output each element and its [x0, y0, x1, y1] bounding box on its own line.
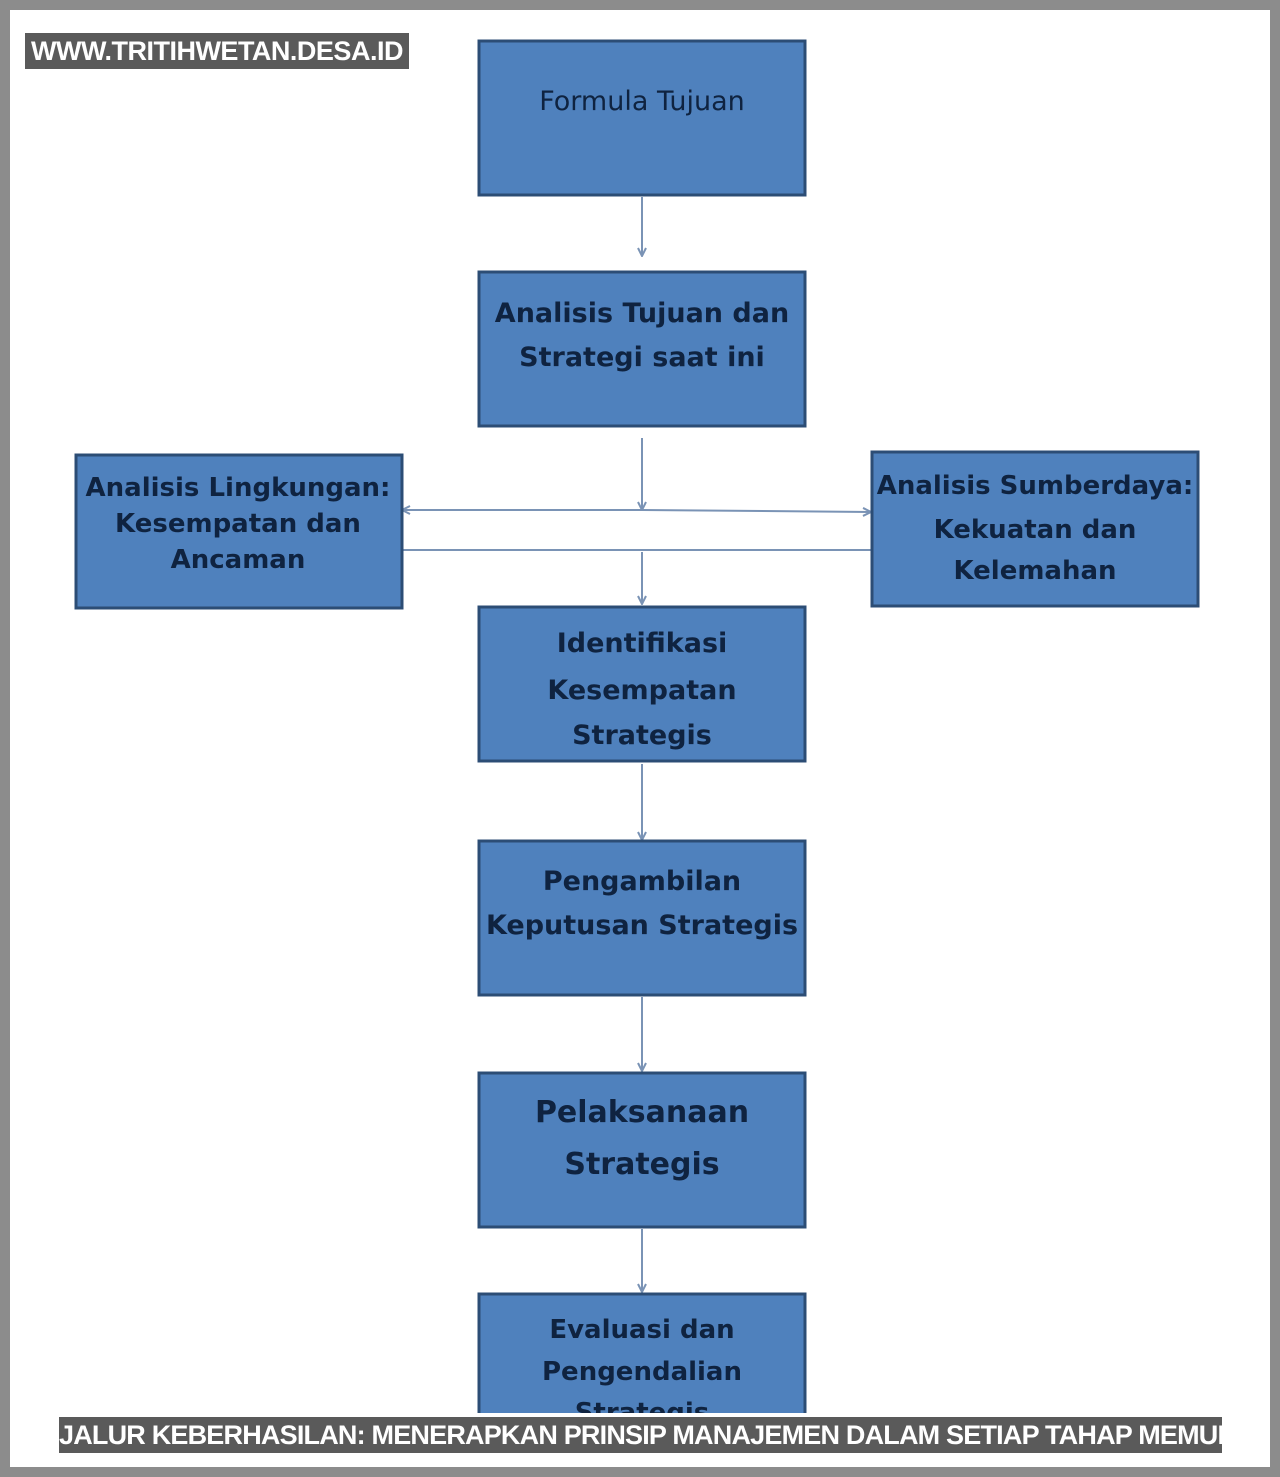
edge-horizontal-to-sumberdaya	[641, 510, 871, 512]
node-evaluasi-label-line-3: Strategis	[575, 1398, 710, 1428]
node-pengambilan-label-line-2: Keputusan Strategis	[486, 910, 798, 941]
node-identifikasi-label-line-3: Strategis	[572, 720, 712, 751]
node-pengambilan-label-line-1: Pengambilan	[543, 866, 741, 897]
site-watermark: WWW.TRITIHWETAN.DESA.ID	[25, 33, 409, 69]
node-formula-tujuan-label-line-1: Formula Tujuan	[539, 86, 745, 117]
node-evaluasi-label-line-2: Pengendalian	[542, 1357, 742, 1387]
caption-banner: JALUR KEBERHASILAN: MENERAPKAN PRINSIP M…	[59, 1417, 1222, 1453]
node-identifikasi-label-line-1: Identifikasi	[557, 628, 728, 659]
node-formula-tujuan: Formula Tujuan	[477, 39, 807, 197]
node-analisis-lingkungan-label-line-3: Ancaman	[171, 545, 306, 575]
node-analisis-sumberdaya-label-line-3: Kelemahan	[953, 556, 1116, 586]
connectors	[402, 197, 872, 1292]
node-evaluasi-label-line-1: Evaluasi dan	[549, 1315, 734, 1345]
node-pelaksanaan-label-line-1: Pelaksanaan	[535, 1095, 749, 1130]
node-analisis-sumberdaya-label-line-2: Kekuatan dan	[934, 515, 1137, 545]
node-analisis-sumberdaya-label-line-1: Analisis Sumberdaya:	[877, 471, 1194, 501]
node-analisis-lingkungan-label-line-2: Kesempatan dan	[115, 509, 361, 539]
node-analisis-lingkungan-label-line-1: Analisis Lingkungan:	[86, 473, 391, 503]
node-identifikasi-label-line-2: Kesempatan	[547, 675, 736, 706]
node-analisis-tujuan-label-line-1: Analisis Tujuan dan	[495, 298, 789, 329]
node-analisis-tujuan-label-line-2: Strategi saat ini	[519, 342, 765, 373]
node-pelaksanaan-label-line-2: Strategis	[564, 1147, 719, 1182]
node-formula-tujuan-label: Formula Tujuan	[539, 86, 745, 117]
